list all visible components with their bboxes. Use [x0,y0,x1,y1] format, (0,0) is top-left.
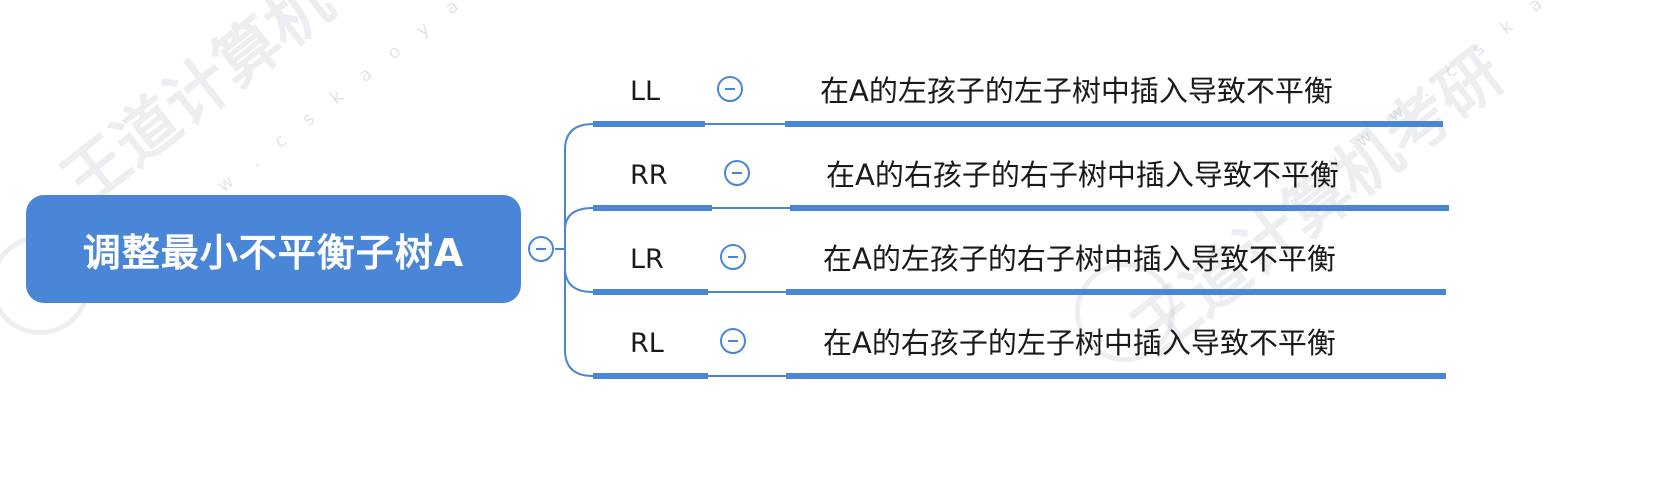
branch-label-rr[interactable]: RR [630,160,668,191]
root-collapse-icon[interactable] [528,236,554,262]
branch-label-ll[interactable]: LL [630,76,661,107]
branch-collapse-icon-rl[interactable] [720,328,746,354]
root-label: 调整最小不平衡子树A [82,230,465,275]
root-node[interactable]: 调整最小不平衡子树A [26,195,521,303]
leaf-label-ll[interactable]: 在A的左孩子的左子树中插入导致不平衡 [820,74,1333,108]
trunk-connector [564,123,594,377]
branch-collapse-icon-ll[interactable] [717,76,743,102]
leaf-label-lr[interactable]: 在A的左孩子的右子树中插入导致不平衡 [823,242,1336,276]
branch-label-rl[interactable]: RL [630,328,664,359]
leaf-label-rl[interactable]: 在A的右孩子的左子树中插入导致不平衡 [823,326,1336,360]
leaf-label-rr[interactable]: 在A的右孩子的右子树中插入导致不平衡 [826,158,1339,192]
branch-collapse-icon-lr[interactable] [720,244,746,270]
branch-connector-lr [564,267,594,293]
branch-collapse-icon-rr[interactable] [724,160,750,186]
branch-label-lr[interactable]: LR [630,244,664,275]
branch-connector-rr [564,207,594,231]
